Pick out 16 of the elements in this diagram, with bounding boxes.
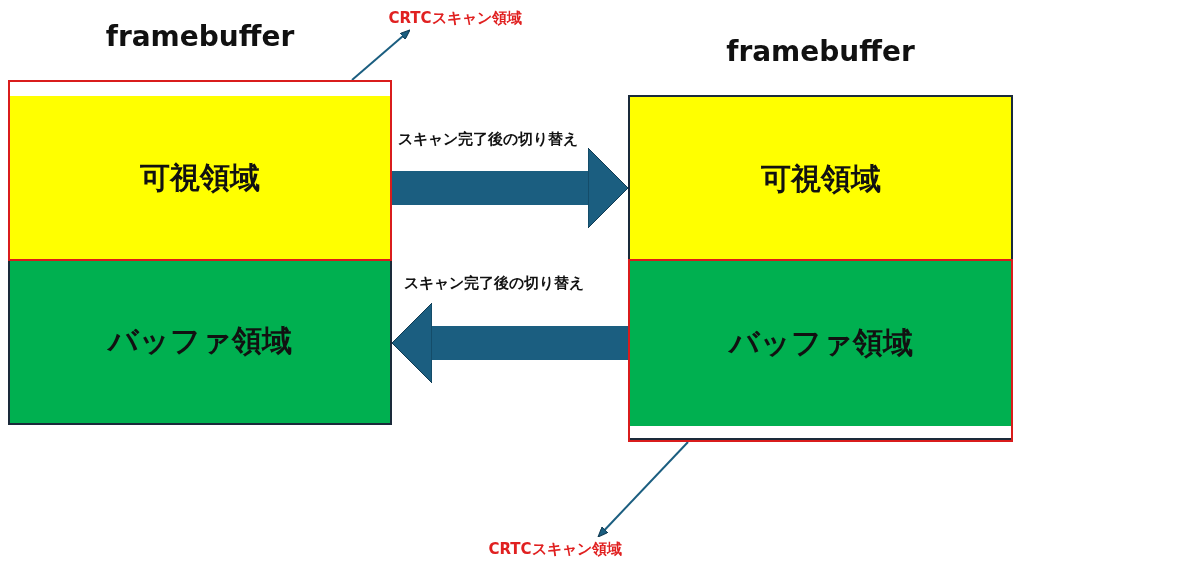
block-arrow xyxy=(391,302,628,384)
framebuffer-heading: framebuffer xyxy=(104,20,296,53)
visible-area-box xyxy=(630,97,1011,260)
area-label: バッファ領域 xyxy=(106,321,293,360)
edge-label: スキャン完了後の切り替え xyxy=(398,130,578,149)
callout-label: CRTCスキャン領域 xyxy=(472,537,638,561)
leader-line xyxy=(597,441,689,538)
callout-label: CRTCスキャン領域 xyxy=(372,6,538,30)
edge-label: スキャン完了後の切り替え xyxy=(404,274,584,293)
buffer-area-box xyxy=(10,259,390,423)
framebuffer-heading: framebuffer xyxy=(725,35,916,68)
area-label: 可視領域 xyxy=(759,159,882,197)
area-label: バッファ領域 xyxy=(727,323,914,362)
area-label: 可視領域 xyxy=(139,158,261,196)
block-arrow xyxy=(392,147,629,229)
leader-line xyxy=(351,29,411,81)
